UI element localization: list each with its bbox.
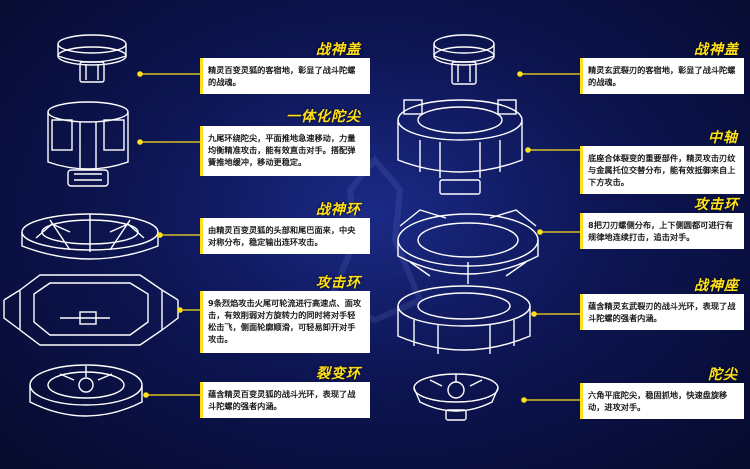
left-tip-drawing	[47, 101, 129, 187]
left-label-desc: 9条烈焰攻击火尾可轮流进行高速点、面攻击，有效削弱对方旋转力的同时将对手轻松击飞…	[200, 291, 370, 353]
right-axis-drawing	[397, 99, 523, 195]
right-label-desc: 精灵玄武裂刃的客宿地，彰显了战斗陀螺的战魂。	[580, 58, 744, 94]
right-label-desc: 六角平底陀尖，稳固抓地，快速盘旋移动，进攻对手。	[580, 383, 744, 419]
right-label-desc: 蕴含精灵玄武裂刃的战斗光环，表现了战斗陀螺的强者内涵。	[580, 294, 744, 330]
left-attack-ring-drawing	[3, 274, 179, 346]
right-attack-ring-drawing	[397, 209, 539, 284]
left-label-title: 攻击环	[316, 275, 361, 291]
right-tip-drawing	[413, 373, 499, 421]
left-label-desc: 精灵百变灵狐的客宿地，彰显了战斗陀螺的战魂。	[200, 58, 370, 94]
right-label-title: 陀尖	[708, 367, 738, 383]
right-label-desc: 底座合体裂变的重要部件，精灵攻击刃纹与金属托位交替分布，能有效抵御来自上下方攻击…	[580, 146, 744, 194]
right-base-drawing	[397, 285, 531, 354]
left-ring-drawing	[21, 213, 159, 260]
left-label-title: 一体化陀尖	[286, 109, 361, 125]
left-label-title: 裂变环	[316, 366, 361, 382]
right-label-title: 战神盖	[694, 42, 739, 58]
right-cap-drawing	[433, 34, 495, 85]
right-label-title: 战神座	[694, 278, 739, 294]
left-label-title: 战神环	[316, 202, 361, 218]
left-fission-ring-drawing	[29, 364, 143, 417]
left-cap-drawing	[57, 34, 127, 83]
left-label-desc: 由精灵百变灵狐的头部和尾巴面来，中央对称分布，稳定输出连环攻击。	[200, 218, 370, 254]
left-label-title: 战神盖	[316, 42, 361, 58]
left-label-desc: 九尾环绕陀尖，平面推地急速移动，力量均衡精准攻击，能有效直击对手。搭配弹簧推地缓…	[200, 126, 370, 176]
right-label-title: 中轴	[708, 130, 738, 146]
background-silhouette	[326, 155, 424, 324]
right-label-title: 攻击环	[694, 197, 739, 213]
left-label-desc: 蕴含精灵百变灵狐的战斗光环，表现了战斗陀螺的强者内涵。	[200, 382, 370, 418]
right-label-desc: 8把刀刃螺侧分布，上下侧圆都可进行有规律地连续打击，追击对手。	[580, 213, 744, 249]
